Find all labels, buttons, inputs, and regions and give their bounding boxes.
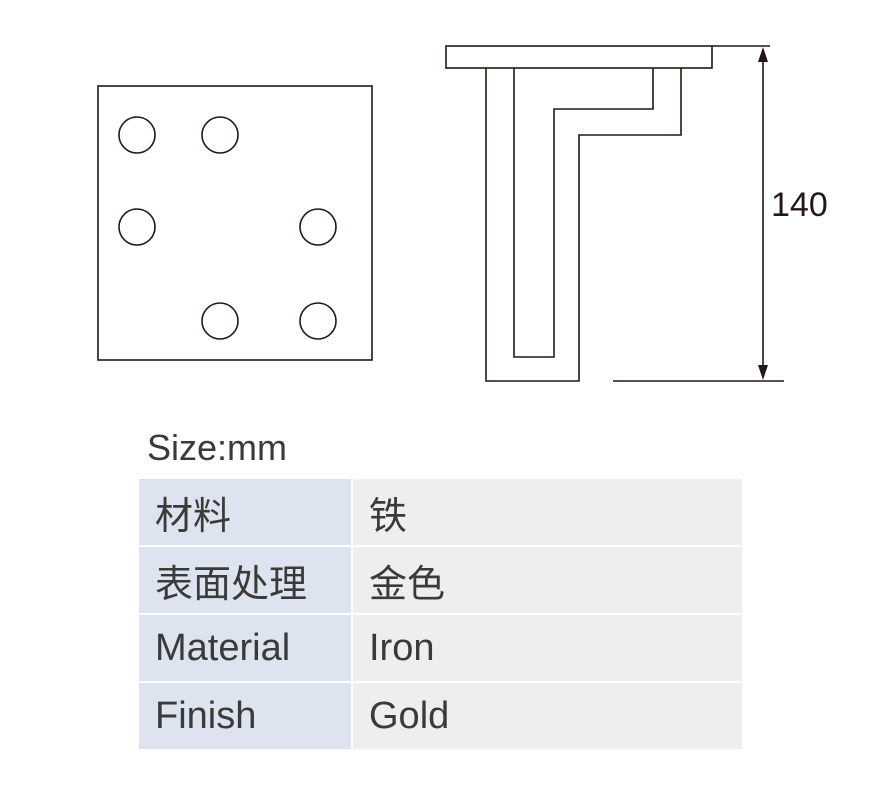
screw-hole: [299, 302, 337, 340]
leg-profile-outer: [485, 68, 682, 382]
spec-table: 材料 铁 表面处理 金色 Material Iron Finish Gold: [137, 477, 744, 751]
size-unit-label: Size:mm: [147, 427, 288, 468]
spec-value-cell: 铁: [351, 477, 744, 547]
screw-hole: [201, 116, 239, 154]
mounting-plate-front-view: [97, 85, 373, 361]
screw-hole: [299, 208, 337, 246]
screw-hole: [201, 302, 239, 340]
table-row: 表面处理 金色: [137, 545, 744, 615]
technical-drawing: 140: [97, 45, 828, 382]
screw-hole: [118, 208, 156, 246]
spec-key-cell: 表面处理: [137, 545, 353, 615]
leg-profile-inner: [513, 68, 654, 358]
spec-key-cell: Finish: [137, 681, 353, 751]
spec-value-cell: Iron: [351, 613, 744, 683]
spec-key-cell: Material: [137, 613, 353, 683]
dimension-label: 140: [771, 186, 828, 224]
table-row: 材料 铁: [137, 477, 744, 547]
top-plate-side-view: [445, 45, 713, 69]
table-row: Material Iron: [137, 613, 744, 683]
spec-value-cell: Gold: [351, 681, 744, 751]
table-row: Finish Gold: [137, 681, 744, 751]
screw-hole: [118, 116, 156, 154]
spec-key-cell: 材料: [137, 477, 353, 547]
dimension-arrow-top: [758, 47, 768, 62]
spec-value-cell: 金色: [351, 545, 744, 615]
dimension-arrow-bottom: [758, 365, 768, 380]
